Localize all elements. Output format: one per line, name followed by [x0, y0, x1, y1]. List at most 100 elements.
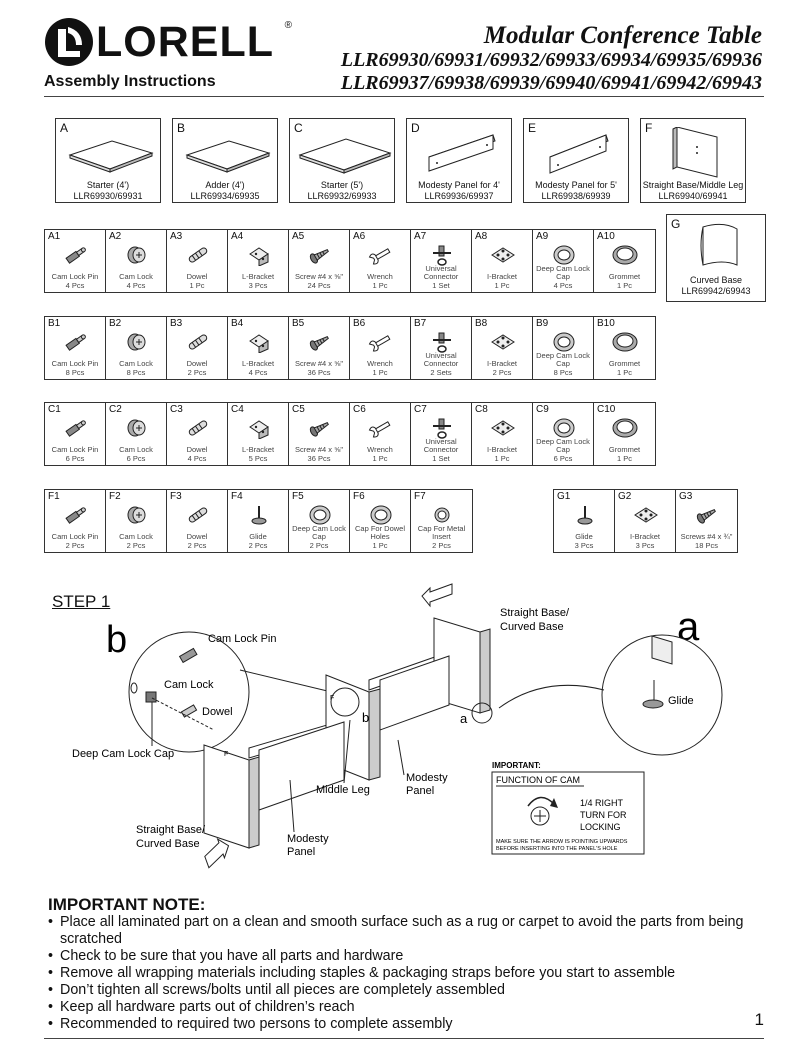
- hardware-qty: 1 Pc: [494, 454, 510, 463]
- modesty-panel-icon: [549, 134, 609, 174]
- step-1-diagram: b Cam Lock Pin Cam Lock Dowel Deep Cam L…: [72, 583, 723, 869]
- label-dowel: Dowel: [202, 706, 233, 718]
- hardware-qty: 8 Pcs: [553, 368, 573, 377]
- detail-b-parts: [130, 647, 215, 731]
- hardware-code: B10: [597, 318, 615, 329]
- hardware-name: Wrench: [367, 359, 393, 368]
- detail-a-leader: [498, 684, 605, 709]
- hardware-qty: 1 Pc: [189, 281, 205, 290]
- hardware-qty: 1 Pc: [372, 281, 388, 290]
- hardware-code: B1: [48, 318, 61, 329]
- hardware-code: F2: [109, 491, 121, 502]
- part-code: LLR69936/69937: [424, 191, 494, 201]
- lorell-logo: LORELL ®: [44, 16, 298, 68]
- hardware-name: Universal Connector: [423, 264, 459, 281]
- hardware-qty: 24 Pcs: [307, 281, 331, 290]
- part-label: E: [528, 121, 537, 135]
- hardware-code: A2: [109, 231, 122, 242]
- hardware-qty: 3 Pcs: [574, 541, 594, 550]
- hardware-code: C4: [231, 404, 244, 415]
- hardware-code: F1: [48, 491, 60, 502]
- hardware-name: Grommet: [608, 445, 641, 454]
- glide-icon: [572, 504, 598, 526]
- hardware-name: Cam Lock: [119, 359, 153, 368]
- hardware-name: Cam Lock Pin: [51, 445, 99, 454]
- part-code: LLR69940/69941: [658, 191, 728, 201]
- hardware-name: Dowel: [186, 532, 208, 541]
- label-base-bottom-1: Straight Base/: [136, 824, 206, 836]
- hardware-qty: 4 Pcs: [248, 368, 268, 377]
- part-name: Modesty Panel for 5': [535, 180, 617, 190]
- label-base-bottom-2: Curved Base: [136, 838, 200, 850]
- dowel-icon: [185, 244, 211, 266]
- hardware-code: F4: [231, 491, 243, 502]
- hardware-name: Screw #4 x ⅝": [294, 272, 344, 281]
- hardware-name: L-Bracket: [241, 359, 275, 368]
- hardware-name: Cam Lock: [119, 445, 153, 454]
- brand-name: LORELL: [96, 17, 274, 66]
- hardware-code: C8: [475, 404, 488, 415]
- hardware-qty: 6 Pcs: [65, 454, 85, 463]
- hardware-code: A6: [353, 231, 366, 242]
- hardware-code: A10: [597, 231, 615, 242]
- hardware-name: Universal Connector: [423, 437, 459, 454]
- hardware-name: I-Bracket: [486, 272, 517, 281]
- detail-b-letter: b: [106, 619, 127, 661]
- dowel-icon: [185, 417, 211, 439]
- lbracket-icon: [246, 331, 272, 354]
- hardware-name: Deep Cam Lock Cap: [292, 524, 346, 541]
- smallcap-icon: [429, 504, 455, 526]
- pin-icon: [63, 417, 89, 439]
- hardware-qty: 4 Pcs: [126, 281, 146, 290]
- part-name: Adder (4'): [205, 180, 245, 190]
- hardware-name: Glide: [249, 532, 267, 541]
- hardware-code: C10: [597, 404, 616, 415]
- hardware-qty: 1 Pc: [616, 281, 632, 290]
- hardware-code: C6: [353, 404, 366, 415]
- cap-icon: [551, 244, 577, 266]
- hardware-code: B4: [231, 318, 244, 329]
- camlock-icon: [124, 331, 150, 353]
- cap-icon: [368, 504, 394, 526]
- hardware-code: C3: [170, 404, 183, 415]
- hardware-qty: 1 Pc: [372, 454, 388, 463]
- hardware-code: A8: [475, 231, 488, 242]
- grommet-icon: [612, 331, 638, 353]
- detail-a-circle: [601, 634, 723, 756]
- glide-icon: [246, 504, 272, 526]
- hardware-name: Glide: [575, 532, 593, 541]
- part-box-b: B Adder (4')LLR69934/69935: [172, 118, 278, 203]
- important-note-list: Place all laminated part on a clean and …: [48, 914, 748, 1033]
- hardware-code: F6: [353, 491, 365, 502]
- part-label: G: [671, 217, 681, 231]
- table-frame-drawing: [203, 617, 491, 849]
- hardware-qty: 2 Sets: [430, 368, 452, 377]
- hardware-code: A7: [414, 231, 427, 242]
- label-glide: Glide: [668, 695, 694, 707]
- label-modesty-1a: Modesty: [406, 772, 448, 784]
- hardware-name: I-Bracket: [486, 359, 517, 368]
- label-modesty-2a: Modesty: [287, 833, 329, 845]
- hardware-code: A3: [170, 231, 183, 242]
- hardware-qty: 1 Set: [432, 281, 450, 290]
- hardware-name: Screw #4 x ⅝": [294, 445, 344, 454]
- part-name: Straight Base/Middle Leg: [642, 180, 744, 190]
- hardware-name: Dowel: [186, 445, 208, 454]
- step-title: STEP 1: [52, 592, 111, 611]
- note-item: Don’t tighten all screws/bolts until all…: [48, 982, 748, 999]
